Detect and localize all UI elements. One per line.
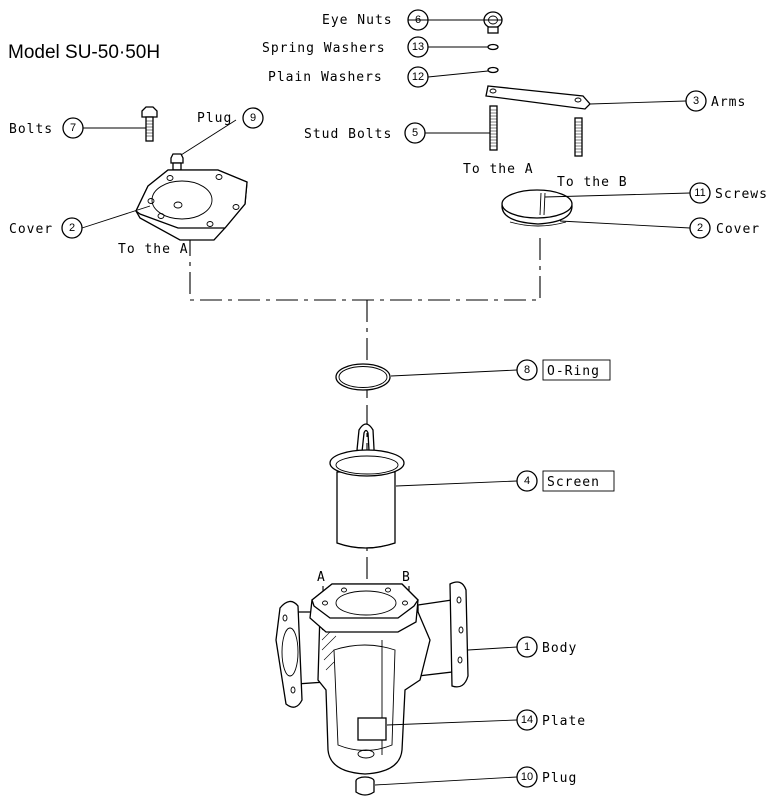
cover-left-number: 2 xyxy=(69,222,75,234)
cover-right-label: Cover xyxy=(716,222,760,237)
to-the-a-cover-note: To the A xyxy=(118,242,189,257)
hex-cover-drawing xyxy=(135,169,248,241)
eye-nut-drawing xyxy=(483,11,503,34)
callout-plug-top: Plug 9 xyxy=(197,107,264,129)
screen-number: 4 xyxy=(524,475,530,487)
callout-cover-right: 2 Cover xyxy=(689,217,760,239)
spring-washers-number: 13 xyxy=(412,41,424,53)
callout-screen: 4 Screen xyxy=(516,470,615,492)
top-plug-drawing xyxy=(170,153,184,171)
o-ring-label: O-Ring xyxy=(547,364,600,379)
plain-washers-number: 12 xyxy=(412,71,424,83)
eye-nuts-number: 6 xyxy=(415,14,421,26)
plug-top-number: 9 xyxy=(250,112,256,124)
callout-bolts: Bolts 7 xyxy=(9,117,84,139)
body-label: Body xyxy=(542,641,577,656)
callout-plain-washers: Plain Washers 12 xyxy=(268,66,429,88)
stud-bolt-b-drawing xyxy=(574,117,583,157)
spring-washer-drawing xyxy=(487,43,499,51)
plate-label: Plate xyxy=(542,714,586,729)
plug-top-label: Plug xyxy=(197,111,232,126)
arms-label: Arms xyxy=(711,95,746,110)
o-ring-number: 8 xyxy=(524,364,530,376)
leader-lines xyxy=(81,19,691,786)
screws-number: 11 xyxy=(694,187,705,199)
bolt-drawing xyxy=(141,106,158,142)
callout-screws: 11 Screws xyxy=(689,182,768,204)
callout-spring-washers: Spring Washers 13 xyxy=(262,36,429,58)
screws-label: Screws xyxy=(715,187,768,202)
plain-washers-label: Plain Washers xyxy=(268,70,383,85)
strainer-body-drawing xyxy=(275,581,469,775)
stud-bolts-label: Stud Bolts xyxy=(304,127,392,142)
eye-nuts-label: Eye Nuts xyxy=(322,13,393,28)
body-number: 1 xyxy=(524,641,530,653)
callout-body: 1 Body xyxy=(516,636,577,658)
arms-number: 3 xyxy=(693,95,699,107)
o-ring-drawing xyxy=(335,363,391,391)
arms-drawing xyxy=(485,85,591,110)
cover-right-number: 2 xyxy=(697,222,703,234)
callout-cover-left: Cover 2 xyxy=(9,217,83,239)
spring-washers-label: Spring Washers xyxy=(262,41,386,56)
plug-bottom-number: 10 xyxy=(521,771,533,783)
callout-eye-nuts: Eye Nuts 6 xyxy=(322,9,429,31)
callout-o-ring: 8 O-Ring xyxy=(516,359,611,381)
marker-b: B xyxy=(402,570,411,585)
stud-bolts-number: 5 xyxy=(412,127,418,139)
marker-a: A xyxy=(317,570,326,585)
plug-bottom-label: Plug xyxy=(542,771,577,786)
plate-number: 14 xyxy=(521,714,533,726)
to-the-b-note: To the B xyxy=(557,175,628,190)
to-the-a-studs-note: To the A xyxy=(463,162,534,177)
callout-plug-bottom: 10 Plug xyxy=(516,766,577,788)
callout-plate: 14 Plate xyxy=(516,709,586,731)
cover-left-label: Cover xyxy=(9,222,53,237)
stud-bolt-a-drawing xyxy=(489,105,498,151)
screen-label: Screen xyxy=(547,475,600,490)
bolts-number: 7 xyxy=(70,122,76,134)
plain-washer-drawing xyxy=(487,66,499,74)
round-cover-drawing xyxy=(501,189,573,227)
callout-arms: 3 Arms xyxy=(685,90,746,112)
screen-drawing xyxy=(329,423,405,549)
bottom-plug-drawing xyxy=(355,776,375,796)
name-plate-drawing xyxy=(357,717,387,741)
model-title: Model SU-50·50H xyxy=(8,42,160,63)
callout-stud-bolts: Stud Bolts 5 xyxy=(304,122,426,144)
bolts-label: Bolts xyxy=(9,122,53,137)
